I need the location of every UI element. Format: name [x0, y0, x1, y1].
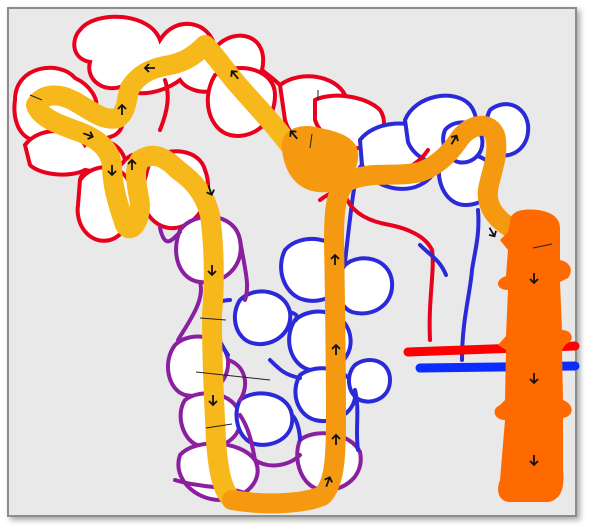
- flow-direction-arrow-icon: [127, 158, 137, 170]
- distal-convoluted-tubule: [336, 115, 525, 240]
- flow-direction-arrow-icon: [330, 253, 340, 265]
- venule: [460, 208, 481, 362]
- capillary-loop: [234, 391, 295, 447]
- flow-direction-arrow-icon: [230, 70, 239, 80]
- flow-direction-arrow-icon: [331, 433, 341, 445]
- venule: [418, 243, 448, 277]
- capillary-loop: [293, 366, 358, 424]
- sketch-mark: [199, 317, 227, 321]
- flow-direction-arrow-icon: [488, 227, 497, 238]
- flow-direction-arrow-icon: [208, 395, 218, 407]
- flow-direction-arrow-icon: [331, 343, 341, 355]
- capillary-strand: [290, 413, 302, 442]
- capillary-strand: [78, 168, 87, 182]
- sketch-marks: [29, 90, 553, 429]
- sketch-mark: [309, 133, 313, 149]
- flow-direction-arrow-icon: [529, 455, 539, 467]
- flow-direction-arrow-icon: [207, 265, 217, 277]
- flow-direction-arrow-icon: [450, 134, 459, 145]
- flow-direction-arrow-icon: [206, 184, 215, 196]
- afferent-arteriole: [343, 193, 435, 342]
- flow-direction-arrow-icon: [529, 373, 539, 385]
- capillary-strand: [238, 238, 250, 302]
- flow-arrows: [82, 63, 539, 488]
- capillary-loop: [347, 358, 393, 404]
- capillary-loop: [336, 256, 395, 316]
- flow-direction-arrow-icon: [143, 63, 155, 73]
- capillary-strand: [176, 280, 203, 342]
- capillary-strand: [158, 78, 170, 132]
- flow-direction-arrow-icon: [107, 165, 117, 177]
- flow-direction-arrow-icon: [529, 273, 539, 285]
- collecting-duct: [494, 209, 572, 502]
- sketch-mark: [29, 94, 43, 101]
- sketch-mark: [532, 243, 553, 249]
- bowmans-capsule: [281, 126, 359, 193]
- flow-direction-arrow-icon: [289, 130, 298, 140]
- collecting-duct-body: [494, 209, 572, 502]
- capillary-strand: [226, 358, 248, 402]
- sketch-mark: [205, 423, 233, 429]
- capillary-strand: [260, 68, 282, 87]
- capillary-strand: [268, 358, 302, 380]
- capillary-loop: [232, 289, 293, 347]
- sketch-mark: [195, 371, 271, 381]
- descending-limb: [202, 305, 242, 510]
- ascending-limb: [222, 172, 356, 514]
- capillary-strand: [253, 453, 302, 468]
- capillary-strand: [238, 413, 257, 462]
- flow-direction-arrow-icon: [117, 103, 127, 115]
- flow-direction-arrow-icon: [82, 131, 94, 140]
- capillary-strand: [158, 226, 182, 244]
- proximal-convoluted-tubule: [26, 35, 310, 325]
- capillary-strand: [288, 310, 299, 322]
- flow-direction-arrow-icon: [324, 476, 333, 488]
- nephron-tubule: [26, 35, 525, 514]
- capillary-strand: [353, 388, 360, 452]
